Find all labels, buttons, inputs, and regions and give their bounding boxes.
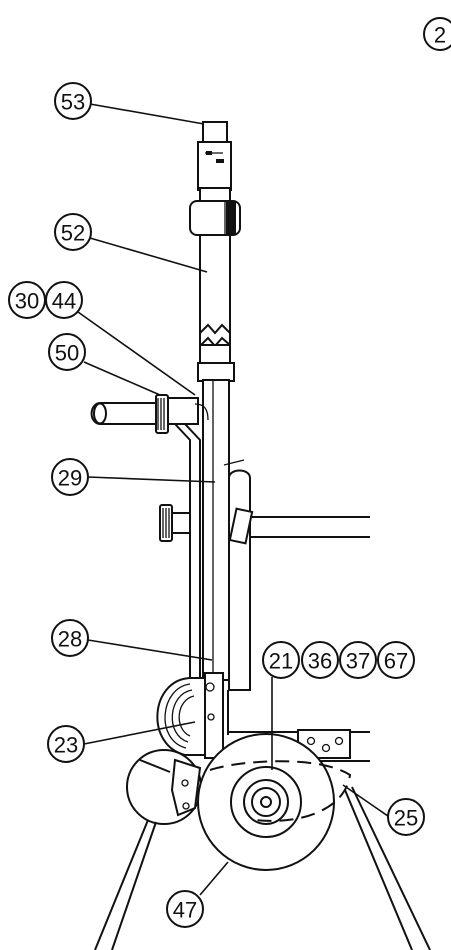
callout-37: 37 bbox=[339, 641, 377, 679]
leader-lines bbox=[77, 103, 399, 896]
upper-tube bbox=[189, 121, 241, 349]
callout-30: 30 bbox=[8, 281, 46, 319]
side-handle bbox=[90, 394, 209, 681]
svg-text:30: 30 bbox=[15, 289, 39, 314]
lower-knob bbox=[159, 504, 191, 542]
main-wheel bbox=[197, 733, 352, 871]
svg-text:44: 44 bbox=[52, 289, 76, 314]
lower-tube bbox=[197, 344, 235, 681]
svg-text:2: 2 bbox=[434, 23, 446, 48]
svg-text:21: 21 bbox=[269, 649, 293, 674]
svg-text:37: 37 bbox=[346, 649, 370, 674]
svg-text:53: 53 bbox=[61, 90, 85, 115]
callout-44: 44 bbox=[45, 281, 83, 319]
callout-67: 67 bbox=[377, 641, 415, 679]
brake-assembly bbox=[156, 672, 224, 759]
svg-text:67: 67 bbox=[384, 649, 408, 674]
callout-50: 50 bbox=[48, 333, 86, 371]
svg-text:28: 28 bbox=[58, 627, 82, 652]
callout-25: 25 bbox=[387, 798, 425, 836]
right-rail bbox=[223, 459, 370, 691]
small-wheel bbox=[126, 749, 202, 825]
svg-text:23: 23 bbox=[54, 733, 78, 758]
svg-text:47: 47 bbox=[173, 898, 197, 923]
callout-52: 52 bbox=[54, 213, 92, 251]
callout-21: 21 bbox=[262, 641, 300, 679]
svg-text:50: 50 bbox=[55, 341, 79, 366]
callout-36: 36 bbox=[301, 641, 339, 679]
svg-text:52: 52 bbox=[61, 221, 85, 246]
callout-47: 47 bbox=[166, 890, 204, 928]
lower-frame bbox=[227, 690, 370, 762]
callout-23: 23 bbox=[47, 725, 85, 763]
callout-53: 53 bbox=[54, 82, 92, 120]
callout-2: 2 bbox=[423, 17, 451, 51]
support-legs bbox=[94, 786, 431, 950]
svg-text:29: 29 bbox=[58, 466, 82, 491]
callout-28: 28 bbox=[51, 619, 89, 657]
svg-text:25: 25 bbox=[394, 806, 418, 831]
svg-text:36: 36 bbox=[308, 649, 332, 674]
callout-29: 29 bbox=[51, 458, 89, 496]
